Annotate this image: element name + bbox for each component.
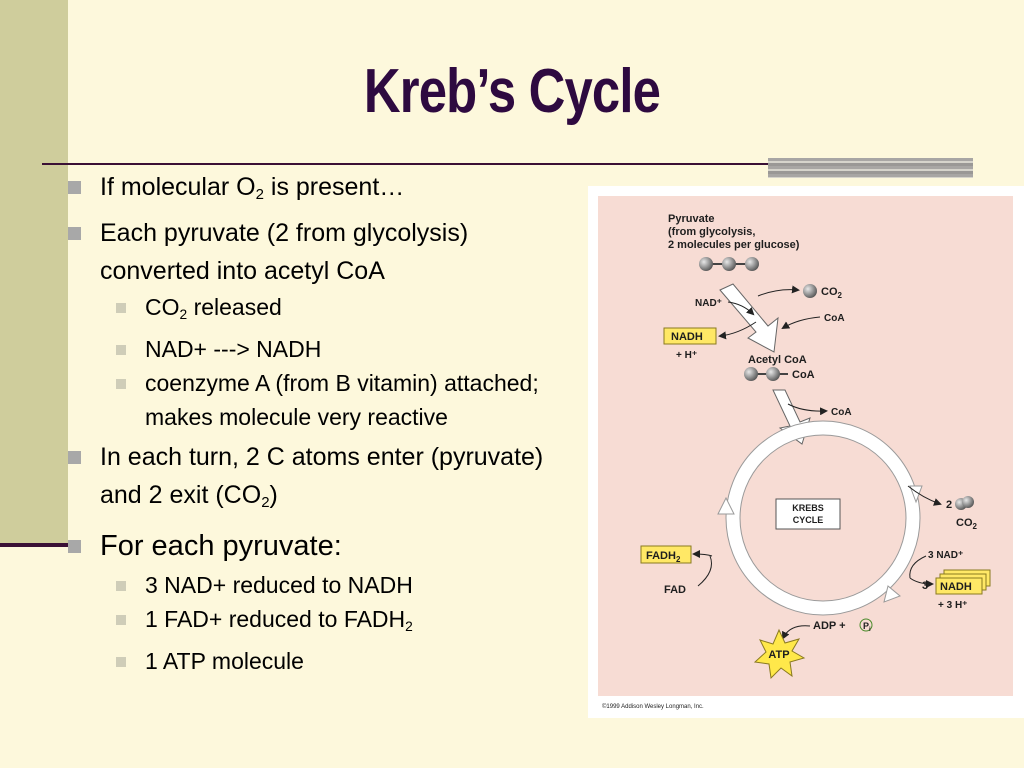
adp-label: ADP + bbox=[813, 620, 846, 632]
nadh-right-box bbox=[935, 577, 983, 595]
subbullet-co2-released: CO2 released bbox=[62, 290, 582, 332]
co2-right-count: 2 bbox=[946, 499, 952, 511]
subbullet-atp: 1 ATP molecule bbox=[62, 644, 582, 678]
pyruvate-to-acetyl-arrow bbox=[719, 283, 779, 353]
h-top-label: + H⁺ bbox=[676, 350, 697, 361]
pyruvate-count-label: 2 molecules per glucose) bbox=[668, 239, 800, 251]
bullet-for-each-pyruvate: For each pyruvate: bbox=[62, 524, 582, 568]
krebs-cycle-diagram: Pyruvate (from glycolysis, 2 molecules p… bbox=[602, 213, 991, 710]
acetyl-coa-label: Acetyl CoA bbox=[748, 354, 807, 366]
cycle-ring-outer-edge bbox=[725, 420, 921, 616]
h-right-label: + 3 H⁺ bbox=[938, 600, 967, 611]
cycle-arrowhead-bottom bbox=[883, 585, 901, 603]
fadh2-label: FADH2 bbox=[646, 550, 681, 564]
cycle-ring-inner-edge bbox=[739, 434, 907, 602]
subbullet-nad-nadh: NAD+ ---> NADH bbox=[62, 332, 582, 366]
nad-top-label: NAD⁺ bbox=[695, 298, 722, 309]
nad-right-in-arrow bbox=[909, 555, 927, 579]
nadh-top-box bbox=[663, 327, 717, 345]
co2-right-arrow bbox=[907, 485, 942, 506]
coa-in-arrow bbox=[781, 316, 821, 330]
nad-in-arrow bbox=[727, 301, 755, 316]
atp-arrow bbox=[782, 625, 811, 640]
bullet-oxygen: If molecular O2 is present… bbox=[62, 168, 582, 214]
cycle-arrowhead-left bbox=[717, 496, 735, 515]
atp-label: ATP bbox=[768, 649, 789, 661]
acetyl-coa-tail-label: CoA bbox=[792, 369, 815, 381]
nadh-top-label: NADH bbox=[671, 331, 703, 343]
co2-top-molecule bbox=[803, 284, 817, 298]
pyruvate-label: Pyruvate bbox=[668, 213, 714, 225]
co2-right-molecule-2 bbox=[962, 496, 974, 508]
acetyl-coa-molecule bbox=[744, 367, 788, 381]
co2-right-label: CO2 bbox=[956, 517, 978, 531]
nadh-right-count: 3 bbox=[922, 580, 928, 592]
krebs-cycle-box bbox=[775, 498, 841, 530]
decor-grey-bar bbox=[768, 158, 973, 178]
bullet-pyruvate: Each pyruvate (2 from glycolysis) conver… bbox=[62, 214, 582, 290]
fad-label: FAD bbox=[664, 584, 686, 596]
nadh-right-label: NADH bbox=[940, 581, 972, 593]
coa-out-label: CoA bbox=[831, 407, 852, 418]
title-divider-line bbox=[42, 163, 970, 165]
slide-title: Kreb’s Cycle bbox=[363, 57, 661, 126]
krebs-cycle-ring bbox=[726, 421, 920, 615]
left-decor-band bbox=[0, 0, 68, 545]
co2-out-arrow bbox=[757, 285, 800, 297]
nadh-out-arrow bbox=[718, 321, 757, 340]
subbullet-nad-reduced: 3 NAD+ reduced to NADH bbox=[62, 568, 582, 602]
pi-circle bbox=[859, 618, 873, 632]
subbullet-coenzyme-a: coenzyme A (from B vitamin) attached; ma… bbox=[62, 366, 582, 434]
bullet-list: If molecular O2 is present… Each pyruvat… bbox=[62, 168, 582, 678]
co2-top-label: CO2 bbox=[821, 286, 843, 300]
nadh-right-arrow bbox=[909, 577, 934, 588]
subbullet-fad-reduced: 1 FAD+ reduced to FADH2 bbox=[62, 602, 582, 644]
fad-in-arrow bbox=[697, 555, 712, 587]
bullet-carbon-atoms: In each turn, 2 C atoms enter (pyruvate)… bbox=[62, 438, 582, 522]
pi-label: Pi bbox=[863, 621, 871, 633]
krebs-label-line1: KREBS bbox=[792, 503, 824, 513]
krebs-label-line2: CYCLE bbox=[793, 515, 824, 525]
coa-in-label: CoA bbox=[824, 313, 845, 324]
fadh2-box bbox=[640, 545, 692, 564]
atp-star bbox=[753, 628, 806, 680]
pyruvate-molecule bbox=[699, 257, 759, 271]
pyruvate-source-label: (from glycolysis, bbox=[668, 226, 755, 238]
nad-right-label: 3 NAD⁺ bbox=[928, 550, 963, 561]
coa-out-arrow bbox=[787, 403, 828, 416]
copyright-label: ©1999 Addison Wesley Longman, Inc. bbox=[602, 703, 704, 710]
fadh2-out-arrow bbox=[692, 550, 713, 559]
left-divider-line bbox=[0, 543, 68, 547]
